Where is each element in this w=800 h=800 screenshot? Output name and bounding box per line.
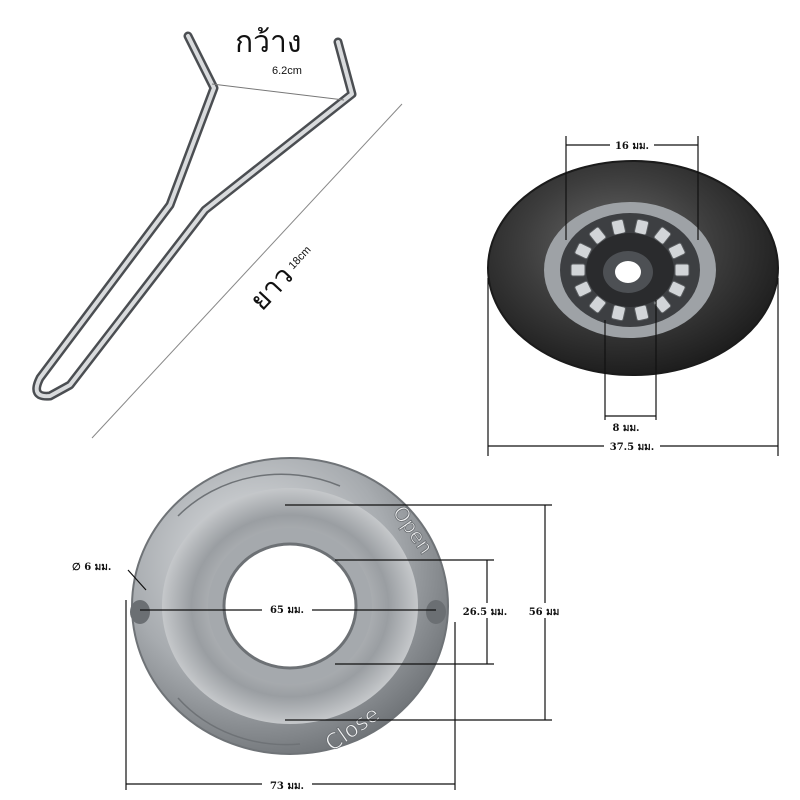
flange-center-label: 65 มม.	[270, 605, 304, 616]
gear-tooth	[574, 242, 592, 260]
gear-tooth	[610, 218, 626, 236]
gear-tooth	[653, 226, 672, 245]
gear-tooth	[588, 226, 607, 245]
gear-tooth	[634, 304, 650, 322]
drive-hole-label: 8 มม.	[612, 423, 639, 434]
drive-inner-label: 16 มม.	[615, 141, 649, 152]
hook-length-dimension-line	[91, 103, 403, 439]
gear-tooth	[610, 304, 626, 322]
hook-width-label: กว้าง	[235, 25, 302, 60]
flange-height-label: 56 มม	[529, 607, 560, 618]
flange-inner-label: 26.5 มม.	[463, 607, 508, 618]
drive-outer-label: 37.5 มม.	[610, 442, 655, 453]
drive-coupling	[487, 160, 779, 376]
gear-tooth	[570, 263, 586, 277]
mount-hole-left	[130, 600, 150, 624]
gear-tooth	[574, 280, 592, 298]
gear-tooth	[653, 295, 672, 314]
gear-tooth	[634, 218, 650, 236]
gear-tooth	[674, 263, 690, 277]
hook-width-dimension-line	[211, 83, 345, 101]
hook-width-value: 6.2cm	[272, 65, 302, 77]
gear-tooth	[668, 280, 686, 298]
gear-tooth	[668, 242, 686, 260]
flange-hole-diameter-label: ∅ 6 มม.	[72, 562, 111, 573]
gear-tooth	[588, 295, 607, 314]
flange-dimension-lines	[125, 504, 552, 790]
flange-width-label: 73 มม.	[270, 781, 304, 792]
hook-length-value: 18cm	[286, 244, 313, 272]
wire-hook-tool	[32, 31, 357, 401]
gear-teeth	[570, 218, 690, 322]
mount-hole-right	[426, 600, 446, 624]
